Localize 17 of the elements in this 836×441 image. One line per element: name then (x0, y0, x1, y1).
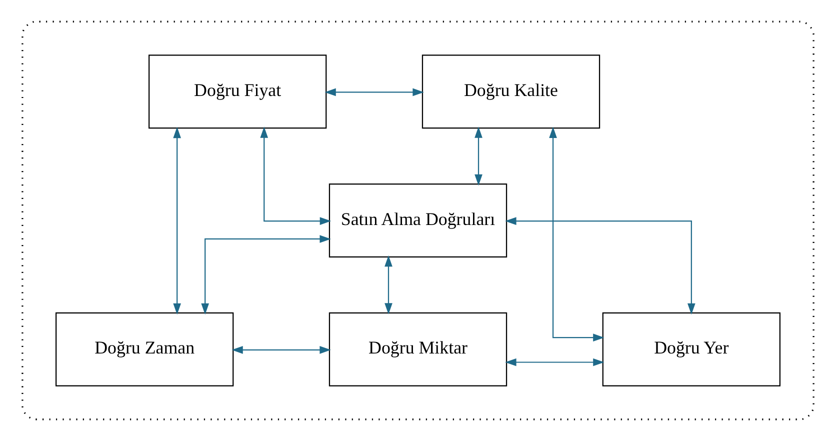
arrow (173, 126, 181, 315)
arrow (474, 126, 482, 186)
arrow (260, 126, 332, 225)
node-box: Doğru Kalite (422, 54, 600, 129)
cluster (22, 20, 814, 420)
arrow (324, 88, 424, 96)
arrow (201, 235, 331, 315)
arrow (232, 346, 331, 354)
arrow (505, 358, 604, 366)
arrow (549, 126, 604, 342)
node-box: Satın Alma Doğruları (328, 184, 508, 258)
arrow (384, 255, 392, 314)
node-box: Doğru Fiyat (148, 54, 327, 129)
node-box: Doğru Miktar (328, 312, 508, 386)
arrow (505, 217, 696, 315)
node-box: Doğru Zaman (56, 312, 234, 386)
node-box: Doğru Yer (602, 312, 780, 386)
